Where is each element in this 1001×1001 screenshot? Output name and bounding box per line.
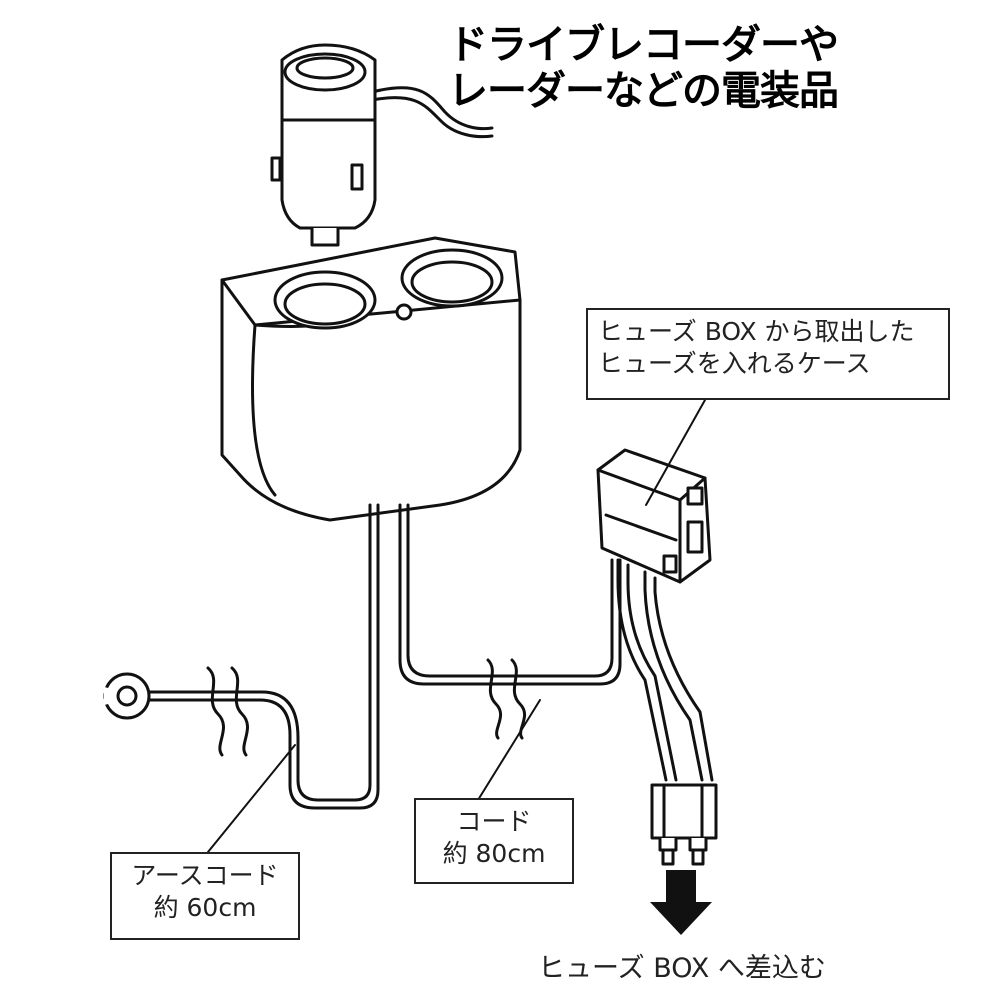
- cord-leader: [477, 699, 541, 801]
- fuse-case-callout: ヒューズ BOX から取出した ヒューズを入れるケース: [586, 308, 950, 400]
- earth-cord-leader: [207, 744, 296, 853]
- product-title: ドライブレコーダーや レーダーなどの電装品: [448, 22, 839, 114]
- earth-cord: [158, 503, 380, 810]
- ring-terminal-icon: [101, 672, 162, 720]
- cord-callout: コード 約 80cm: [414, 798, 574, 884]
- cord-callout-line1: コード: [456, 807, 532, 836]
- cord-callout-line2: 約 80cm: [442, 839, 546, 868]
- plug-cable: [370, 86, 494, 131]
- earth-cord-callout-line2: 約 60cm: [153, 893, 257, 922]
- main-cord: [398, 503, 622, 686]
- fuse-case-callout-line1: ヒューズ BOX から取出した: [598, 317, 915, 346]
- title-line2: レーダーなどの電装品: [448, 68, 839, 114]
- fuse-plug-icon: [650, 783, 718, 866]
- fuse-case-callout-line2: ヒューズを入れるケース: [598, 349, 871, 378]
- fuse-box-insert-label: ヒューズ BOX へ差込む: [538, 953, 826, 984]
- title-line1: ドライブレコーダーや: [448, 22, 839, 68]
- earth-cord-callout-line1: アースコード: [131, 861, 279, 890]
- fuse-case-leader: [645, 399, 706, 506]
- socket-adapter-icon: [220, 236, 522, 522]
- down-arrow-icon: [650, 870, 712, 935]
- earth-cord-callout: アースコード 約 60cm: [110, 852, 300, 940]
- plug-icon: [270, 43, 377, 247]
- fuse-wire: [616, 558, 668, 782]
- fuse-case-icon: [596, 448, 712, 584]
